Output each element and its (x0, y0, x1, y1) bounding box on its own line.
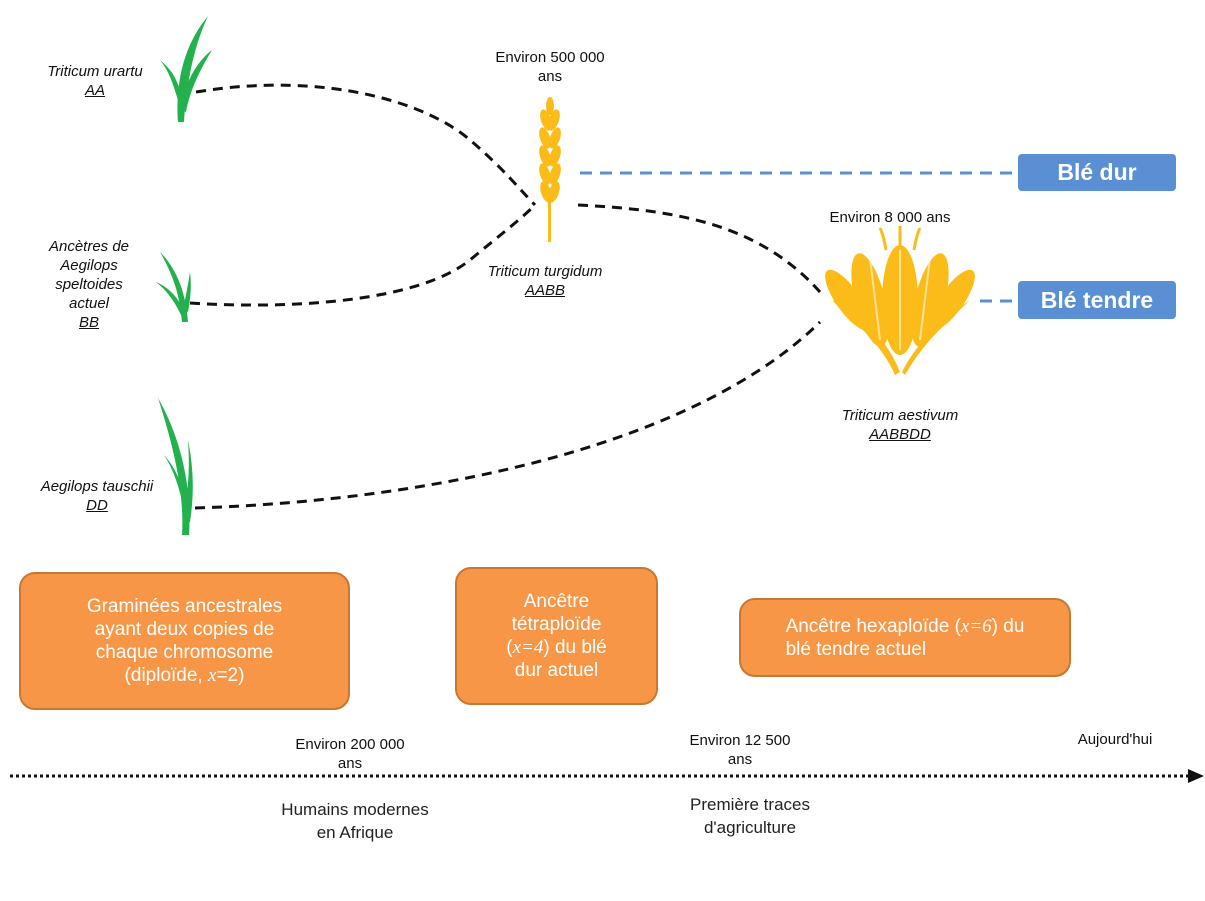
box-diploid-line4: (diploïde, x=2) (124, 665, 245, 686)
tick-12500-line1: Environ 12 500 (689, 732, 791, 749)
wheat-icon-turgidum (539, 97, 561, 242)
grass-icon-urartu (160, 16, 212, 122)
box-tetraploid-line4: dur actuel (514, 660, 599, 681)
species-speltoides-line2: Aegilops (60, 257, 118, 274)
tick-200000-line1: Environ 200 000 (295, 736, 405, 753)
box-diploid: Graminées ancestrales ayant deux copies … (19, 572, 350, 710)
event-agriculture-line1: Première traces (690, 795, 810, 814)
species-turgidum-name: Triticum turgidum (487, 263, 603, 280)
lineage-turgidum-to-aestivum (577, 203, 822, 294)
age-tetraploid-line2: ans (537, 68, 563, 85)
species-urartu-genome: AA (84, 82, 105, 99)
lineage-tauschii-to-aestivum (194, 320, 822, 510)
event-agriculture-line2: d'agriculture (703, 818, 797, 837)
species-aestivum-name: Triticum aestivum (841, 407, 959, 424)
tick-200000-line2: ans (337, 755, 363, 772)
species-speltoides-genome: BB (78, 314, 99, 331)
label-ble-dur: Blé dur (1018, 154, 1176, 191)
age-hexaploid: Environ 8 000 ans (829, 209, 951, 226)
event-modern-humans-line2: en Afrique (316, 823, 394, 842)
event-modern-humans-line1: Humains modernes (281, 800, 429, 819)
box-tetraploid-line1: Ancêtre (523, 591, 590, 612)
species-turgidum-genome: AABB (524, 282, 566, 299)
species-aestivum: Triticum aestivum AABBDD (800, 406, 1000, 444)
box-hexaploid-line2: blé tendre actuel (785, 638, 927, 660)
box-hexaploid: Ancêtre hexaploïde (x=6) du blé tendre a… (739, 598, 1071, 677)
species-urartu: Triticum urartu AA (20, 62, 170, 100)
box-tetraploid: Ancêtre tétraploïde (x=4) du blé dur act… (455, 567, 658, 705)
lineage-urartu-to-turgidum (195, 83, 537, 207)
tick-12500-line2: ans (727, 751, 753, 768)
species-speltoides-line3: speltoides (55, 276, 123, 293)
species-speltoides-line1: Ancètres de (48, 238, 130, 255)
species-speltoides-line4: actuel (68, 295, 110, 312)
tick-today-line1: Aujourd'hui (1077, 731, 1153, 748)
species-tauschii-genome: DD (86, 497, 108, 514)
lineage-speltoides-to-turgidum (189, 203, 537, 307)
species-turgidum: Triticum turgidum AABB (450, 262, 640, 300)
label-ble-tendre: Blé tendre (1018, 281, 1176, 319)
species-speltoides: Ancètres de Aegilops speltoides actuel B… (20, 237, 158, 332)
age-tetraploid: Environ 500 000 ans (470, 48, 630, 86)
grass-icon-tauschii (158, 398, 193, 535)
tick-200000: Environ 200 000 ans (270, 735, 430, 773)
age-tetraploid-line1: Environ 500 000 (495, 49, 605, 66)
wheat-icon-aestivum (825, 226, 975, 375)
species-tauschii: Aegilops tauschii DD (18, 477, 176, 515)
tick-today: Aujourd'hui (1050, 730, 1180, 749)
box-tetraploid-line2: tétraploïde (511, 614, 602, 635)
box-diploid-line2: ayant deux copies de (94, 619, 275, 640)
species-aestivum-genome: AABBDD (869, 426, 931, 443)
timeline-arrow-head (1188, 769, 1204, 783)
box-diploid-line3: chaque chromosome (95, 642, 274, 663)
event-modern-humans: Humains modernes en Afrique (235, 798, 475, 844)
grass-icon-speltoides (156, 252, 191, 322)
species-urartu-name: Triticum urartu (47, 63, 143, 80)
box-tetraploid-line3: (x=4) du blé (506, 637, 607, 658)
box-hexaploid-line1: Ancêtre hexaploïde (x=6) du (785, 615, 1025, 637)
event-agriculture: Première traces d'agriculture (630, 793, 870, 839)
box-diploid-line1: Graminées ancestrales (86, 596, 283, 617)
species-tauschii-name: Aegilops tauschii (40, 478, 154, 495)
tick-12500: Environ 12 500 ans (660, 731, 820, 769)
